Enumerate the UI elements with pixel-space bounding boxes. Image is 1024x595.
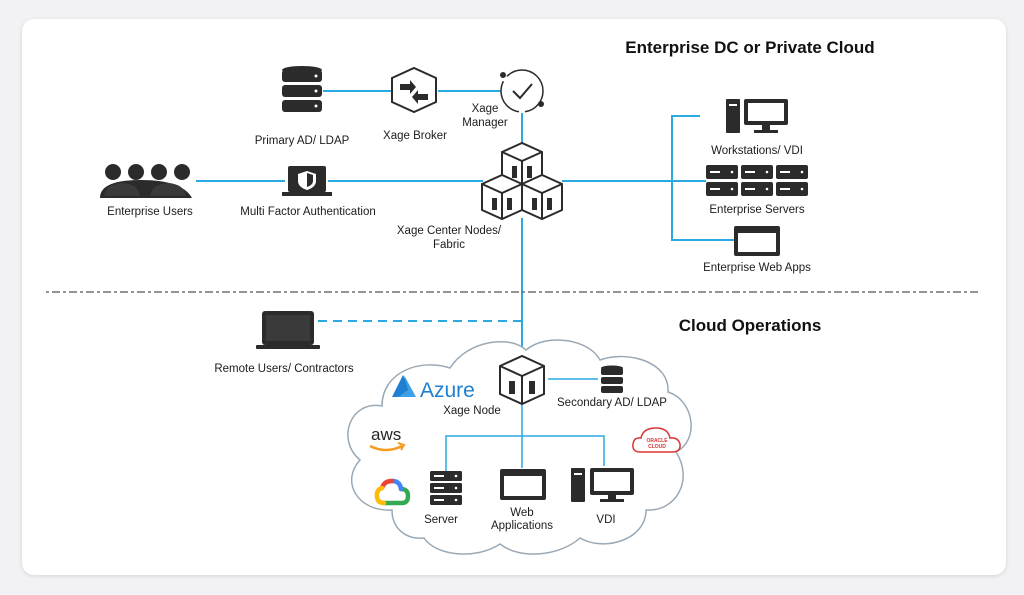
users-group-icon: [100, 164, 192, 198]
aws-smile-icon: [369, 444, 403, 452]
google-cloud-logo-icon: [374, 478, 411, 506]
connector-enterprise-bus: [671, 115, 734, 241]
workstation-icon: [726, 99, 788, 133]
secondary-database-icon: [601, 365, 623, 393]
database-icon: [282, 66, 322, 112]
connectors: [196, 90, 734, 356]
aws-logo-text: aws: [371, 425, 401, 444]
servers-label: Enterprise Servers: [709, 204, 804, 216]
broker-label: Xage Broker: [383, 130, 447, 142]
remote-users-label: Remote Users/ Contractors: [214, 363, 354, 375]
center-nodes-label-line2: Fabric: [433, 239, 465, 251]
enterprise-zone-title: Enterprise DC or Private Cloud: [625, 38, 874, 57]
primary-ad-label: Primary AD/ LDAP: [255, 135, 350, 147]
cloud-zone-title: Cloud Operations: [679, 316, 822, 335]
vdi-label: VDI: [596, 514, 615, 526]
azure-logo-text: Azure: [420, 379, 475, 402]
cloud-webapps-label-line1: Web: [510, 507, 533, 519]
server-label: Server: [424, 514, 458, 526]
manager-label-line2: Manager: [462, 117, 508, 129]
manager-icon: [500, 69, 544, 113]
connector-node-bus: [445, 435, 605, 472]
remote-laptop-icon: [256, 311, 320, 349]
broker-icon: [391, 66, 437, 114]
cloud-vdi-icon: [571, 468, 634, 502]
azure-logo-icon: [392, 375, 416, 397]
workstations-label: Workstations/ VDI: [711, 145, 803, 157]
web-app-icon: [734, 226, 780, 256]
servers-icon: [706, 165, 808, 196]
cloud-webapps-label-line2: Applications: [491, 520, 553, 532]
center-nodes-label-line1: Xage Center Nodes/: [397, 225, 502, 237]
webapps-label: Enterprise Web Apps: [703, 262, 811, 274]
mfa-label: Multi Factor Authentication: [240, 206, 376, 218]
oracle-cloud-logo-icon: [632, 427, 681, 453]
aws-arrow-icon: [397, 442, 406, 451]
cloud-connectors: [445, 378, 605, 472]
center-nodes-icon: [481, 141, 563, 221]
oracle-logo-subtext: CLOUD: [648, 444, 666, 450]
xage-node-icon: [499, 354, 545, 406]
secondary-ad-label: Secondary AD/ LDAP: [557, 397, 667, 409]
cloud-web-app-icon: [500, 469, 546, 500]
mfa-laptop-icon: [282, 166, 332, 196]
oracle-logo-text: ORACLE: [646, 438, 668, 444]
xage-node-label: Xage Node: [443, 405, 501, 417]
manager-label-line1: Xage: [472, 103, 499, 115]
users-label: Enterprise Users: [107, 206, 193, 218]
cloud-server-icon: [430, 471, 462, 505]
